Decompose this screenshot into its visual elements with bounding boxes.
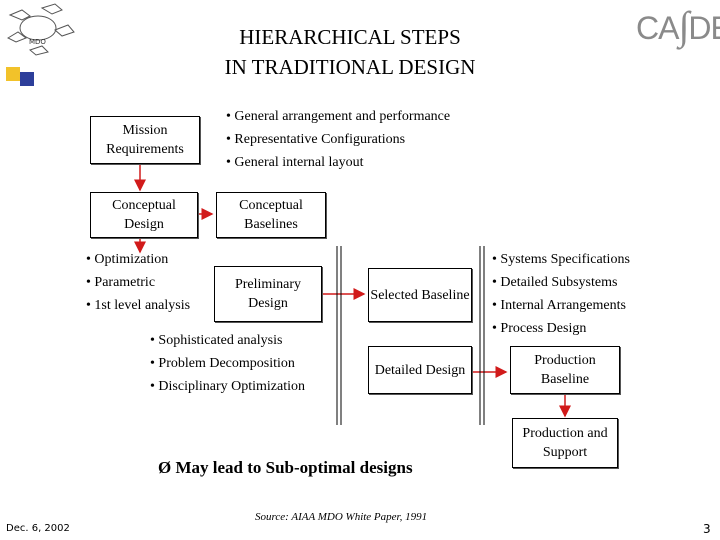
mdo-logo: MDO (0, 0, 80, 67)
list-item: • Sophisticated analysis (150, 333, 283, 348)
list-item: • Disciplinary Optimization (150, 379, 305, 394)
production-list: • Systems Specifications • Detailed Subs… (492, 248, 630, 340)
list-item: • General internal layout (226, 155, 364, 170)
preliminary-list: • Optimization • Parametric • 1st level … (86, 248, 190, 317)
list-item: • Parametric (86, 275, 156, 290)
cade-logo-right: DE (688, 10, 720, 46)
production-support-box: Production and Support (512, 418, 618, 468)
detailed-design-box: Detailed Design (368, 346, 472, 394)
selected-baseline-box: Selected Baseline (368, 268, 472, 322)
detailed-list: • Sophisticated analysis • Problem Decom… (150, 329, 305, 398)
list-item: • Detailed Subsystems (492, 275, 618, 290)
list-item: • Representative Configurations (226, 132, 406, 147)
list-item: • Process Design (492, 321, 587, 336)
conclusion-text: Ø May lead to Sub-optimal designs (158, 458, 413, 477)
conceptual-list: • General arrangement and performance • … (226, 105, 450, 174)
list-item: • Problem Decomposition (150, 356, 295, 371)
page-number: 3 (703, 522, 711, 536)
list-item: • Systems Specifications (492, 252, 630, 267)
accent-square-blue (20, 72, 34, 86)
list-item: • General arrangement and performance (226, 109, 451, 124)
source-citation: Source: AIAA MDO White Paper, 1991 (255, 511, 428, 523)
mdo-logo-text: MDO (29, 38, 46, 46)
cade-logo: CA∫DE (636, 2, 720, 49)
list-item: • 1st level analysis (86, 298, 191, 313)
conceptual-design-box: Conceptual Design (90, 192, 198, 238)
title-line-1: HIERARCHICAL STEPS (239, 25, 461, 49)
page-title: HIERARCHICAL STEPS IN TRADITIONAL DESIGN (150, 22, 550, 82)
list-item: • Optimization (86, 252, 169, 267)
preliminary-design-box: Preliminary Design (214, 266, 322, 322)
cade-logo-left: CA (636, 10, 679, 46)
accent-square-yellow (6, 67, 20, 81)
production-baseline-box: Production Baseline (510, 346, 620, 394)
cade-logo-slash: ∫ (678, 3, 689, 48)
list-item: • Internal Arrangements (492, 298, 626, 313)
footer-date: Dec. 6, 2002 (6, 523, 70, 534)
mission-requirements-box: Mission Requirements (90, 116, 200, 164)
conceptual-baselines-box: Conceptual Baselines (216, 192, 326, 238)
title-line-2: IN TRADITIONAL DESIGN (224, 55, 476, 79)
